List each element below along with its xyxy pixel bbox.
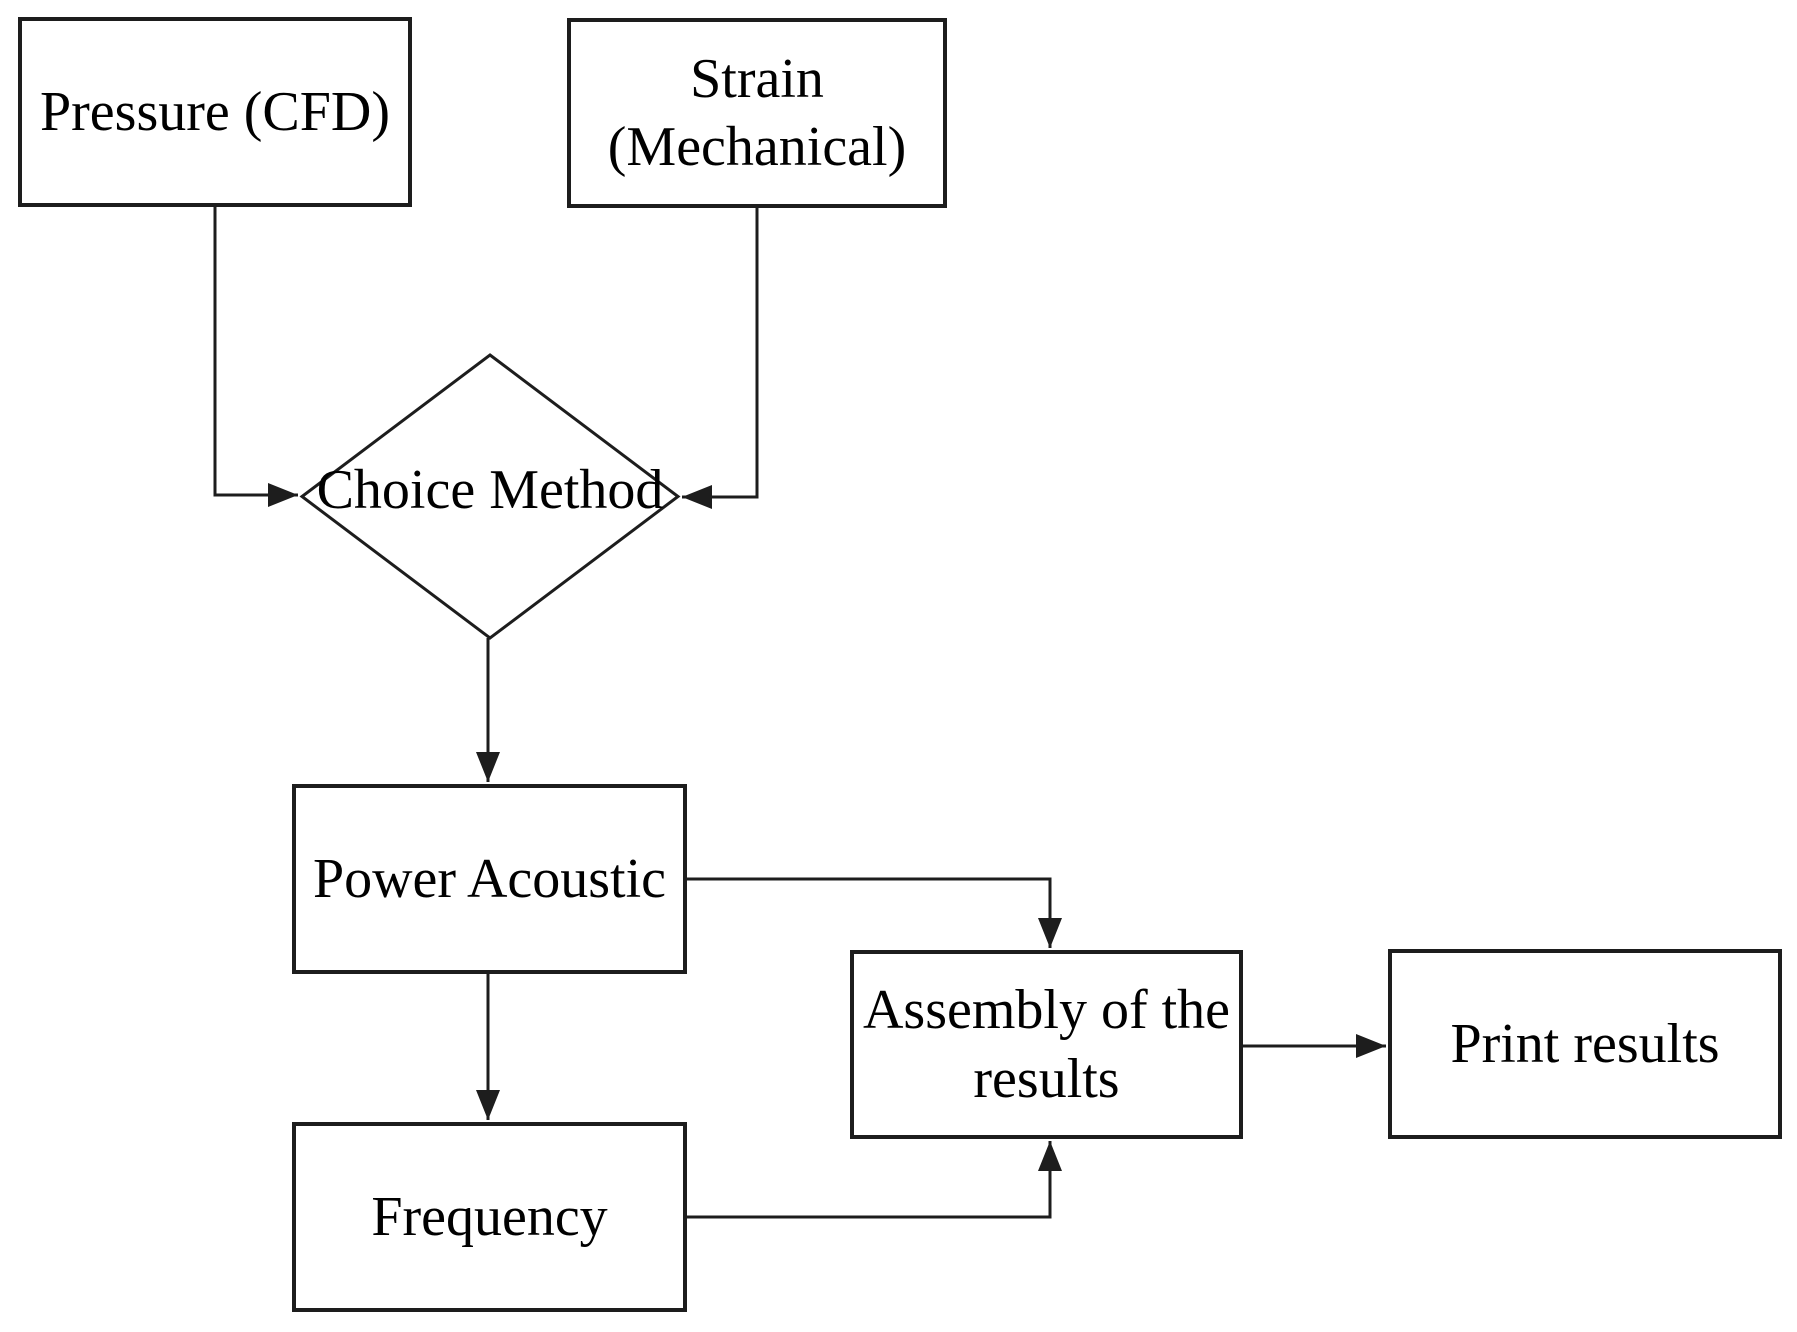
edge-power-to-assembly <box>687 877 1062 948</box>
node-label: Strain (Mechanical) <box>607 47 907 178</box>
node-strain-mechanical: Strain (Mechanical) <box>567 18 947 208</box>
edge-frequency-to-assembly <box>687 1141 1062 1219</box>
node-assembly-of-results: Assembly of the results <box>850 950 1243 1139</box>
node-label: Assembly of the results <box>862 979 1231 1110</box>
edge-strain-to-choice <box>682 207 759 509</box>
edge-pressure-to-choice <box>213 207 298 507</box>
node-label: Pressure (CFD) <box>40 80 390 143</box>
node-choice-method-label: Choice Method <box>316 459 664 521</box>
node-label: Print results <box>1450 1012 1720 1075</box>
node-label: Power Acoustic <box>312 847 667 910</box>
diamond-choice-method <box>299 353 681 640</box>
node-print-results: Print results <box>1388 949 1782 1139</box>
node-frequency: Frequency <box>292 1122 687 1312</box>
node-power-acoustic: Power Acoustic <box>292 784 687 974</box>
node-pressure-cfd: Pressure (CFD) <box>18 17 412 207</box>
node-label: Frequency <box>371 1185 608 1248</box>
